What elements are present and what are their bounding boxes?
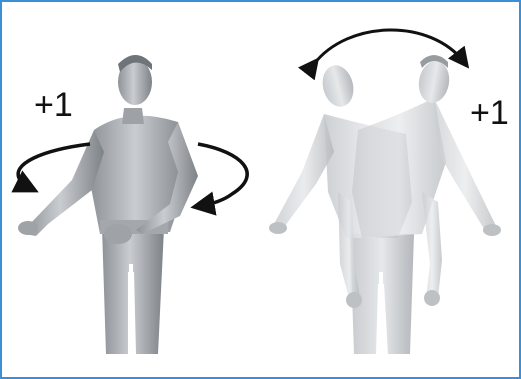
score-label-left: +1 <box>34 88 73 122</box>
right-human-figure <box>269 55 501 354</box>
score-label-right: +1 <box>470 96 509 130</box>
rotation-arrow-right <box>198 144 247 206</box>
